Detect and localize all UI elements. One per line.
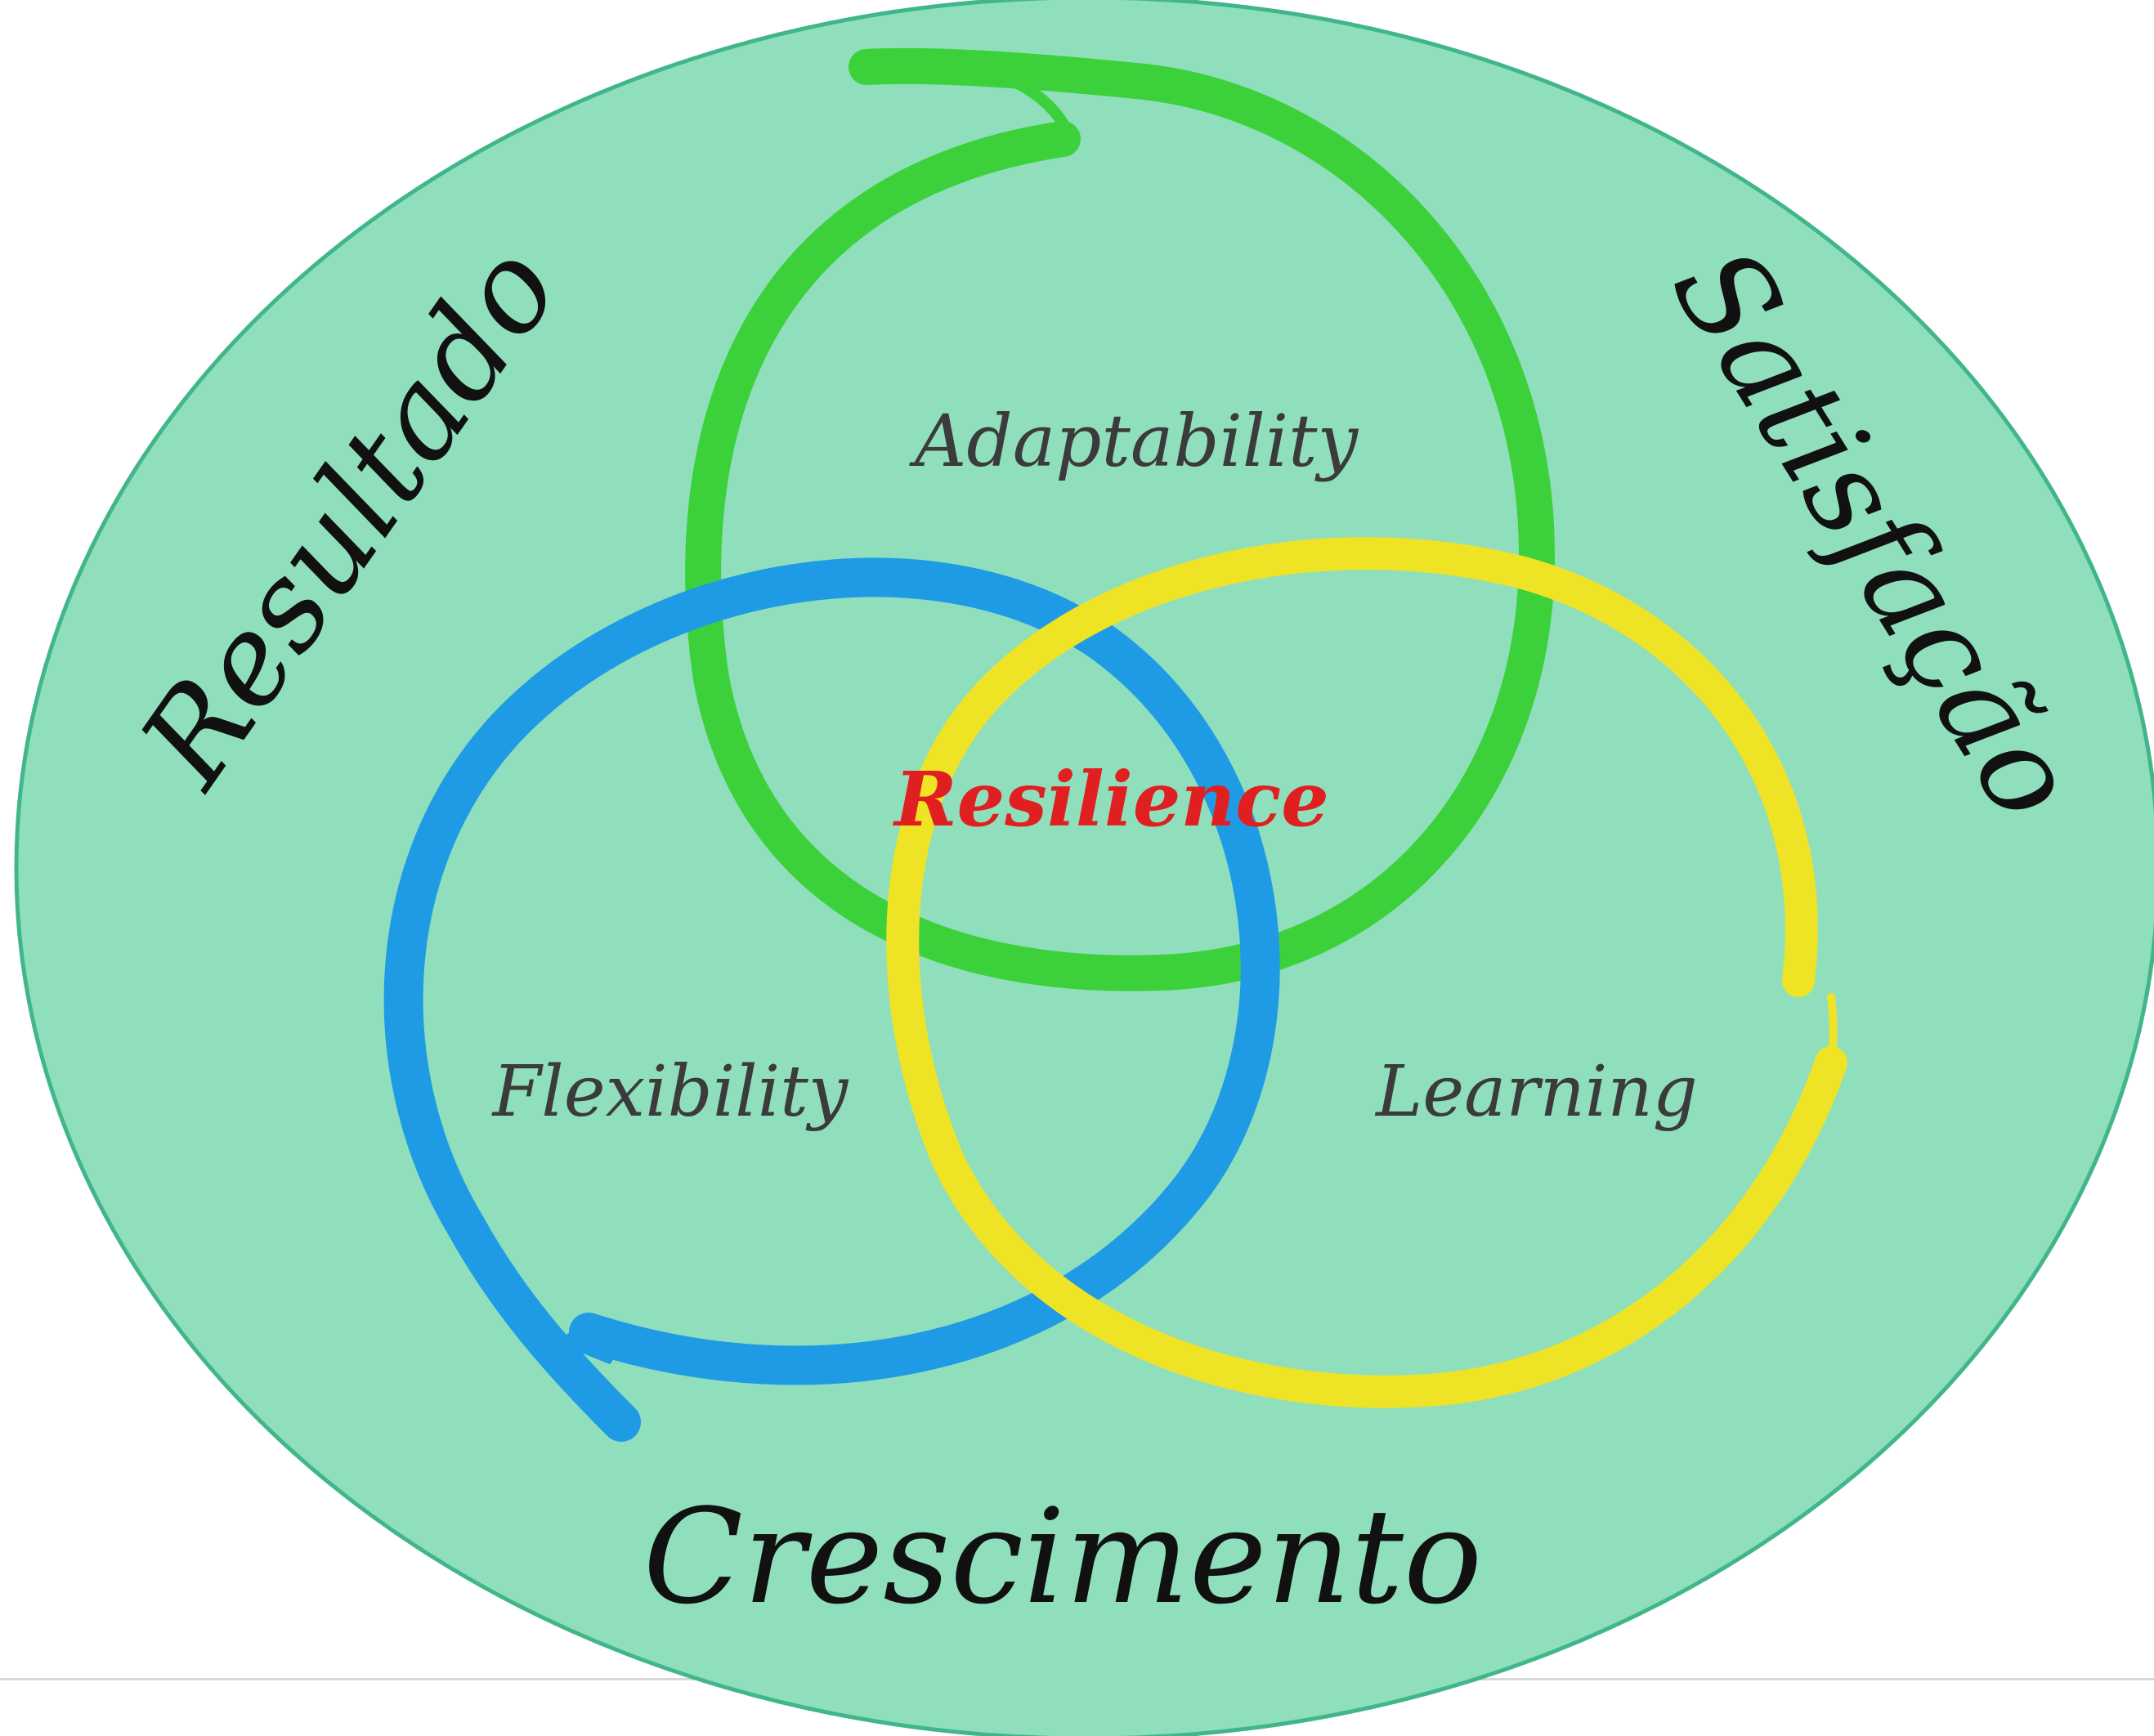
adaptability-label: Adaptability [909,399,1359,483]
outer-ellipse [14,0,2154,1736]
blue-ring [383,557,1280,1442]
learning-label: Learning [1374,1051,1698,1133]
yellow-ring [886,537,1847,1408]
crescimento-label: Crescimento [643,1480,1483,1633]
flexibility-label: Flexibility [491,1051,849,1133]
resilience-label: Resilience [892,755,1329,843]
green-ring [685,47,1556,991]
